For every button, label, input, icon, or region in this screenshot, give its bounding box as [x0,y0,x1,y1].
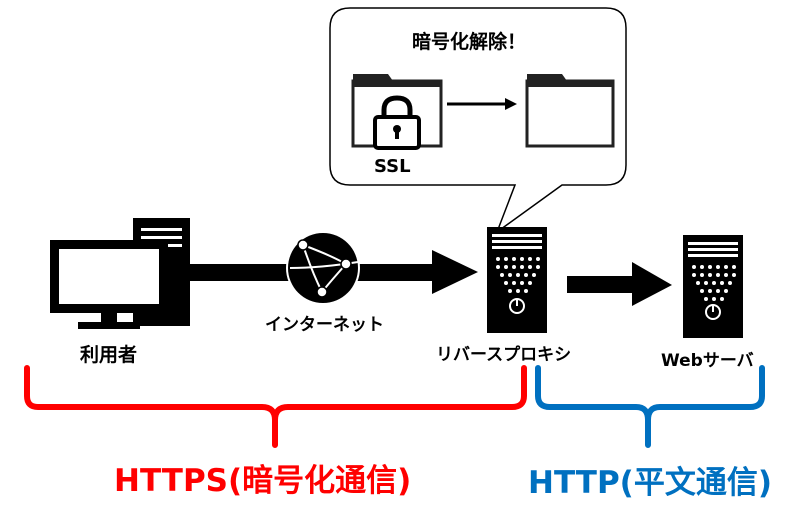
decrypted-folder-icon [525,74,615,148]
https-brace [24,365,527,448]
web-server-icon [683,235,743,338]
proxy-to-web-arrow [567,262,672,306]
http-label: HTTP(平文通信) [528,465,773,501]
speech-bubble [329,7,627,235]
globe-icon [286,231,360,305]
lock-icon [373,95,421,150]
ssl-label: SSL [374,156,411,177]
http-brace [535,365,765,448]
user-label: 利用者 [80,344,138,366]
https-label: HTTPS(暗号化通信) [114,463,412,499]
internet-label: インターネット [265,315,384,335]
web-server-label: Webサーバ [661,351,754,371]
user-pc-icon [50,218,190,329]
decrypt-arrow-icon [447,98,517,110]
reverse-proxy-label: リバースプロキシ [436,345,572,365]
bubble-title: 暗号化解除！ [412,31,527,53]
reverse-proxy-server-icon [487,227,547,333]
